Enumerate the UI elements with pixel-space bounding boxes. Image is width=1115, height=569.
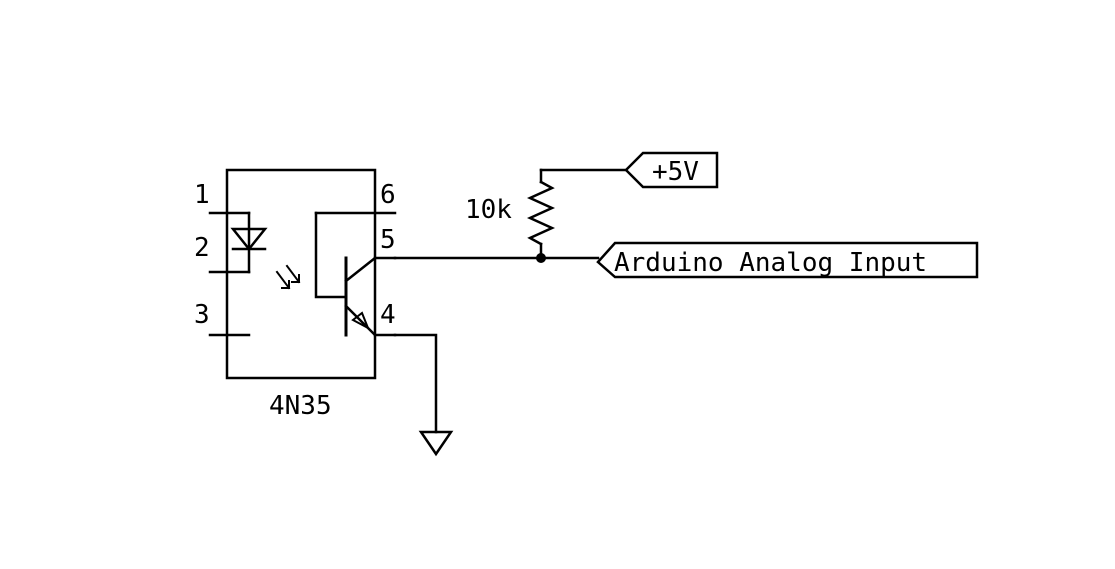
phototransistor-icon [314, 211, 377, 337]
output-flag [596, 241, 979, 279]
resistor-icon [526, 168, 628, 260]
light-arrows-icon [275, 264, 301, 290]
pin6-label: 6 [380, 180, 396, 210]
optocoupler-body [225, 168, 377, 380]
output-label: Arduino Analog Input [614, 248, 927, 278]
pin4-label: 4 [380, 300, 396, 330]
pin1-label: 1 [194, 180, 210, 210]
pin5-label: 5 [380, 225, 396, 255]
ground-icon [393, 333, 454, 457]
led-icon [230, 211, 268, 274]
pin2-label: 2 [194, 233, 210, 263]
supply-flag [624, 151, 719, 189]
resistor-value-label: 10k [465, 195, 512, 225]
part-name-label: 4N35 [269, 391, 332, 421]
supply-label: +5V [652, 157, 699, 187]
pin3-label: 3 [194, 300, 210, 330]
